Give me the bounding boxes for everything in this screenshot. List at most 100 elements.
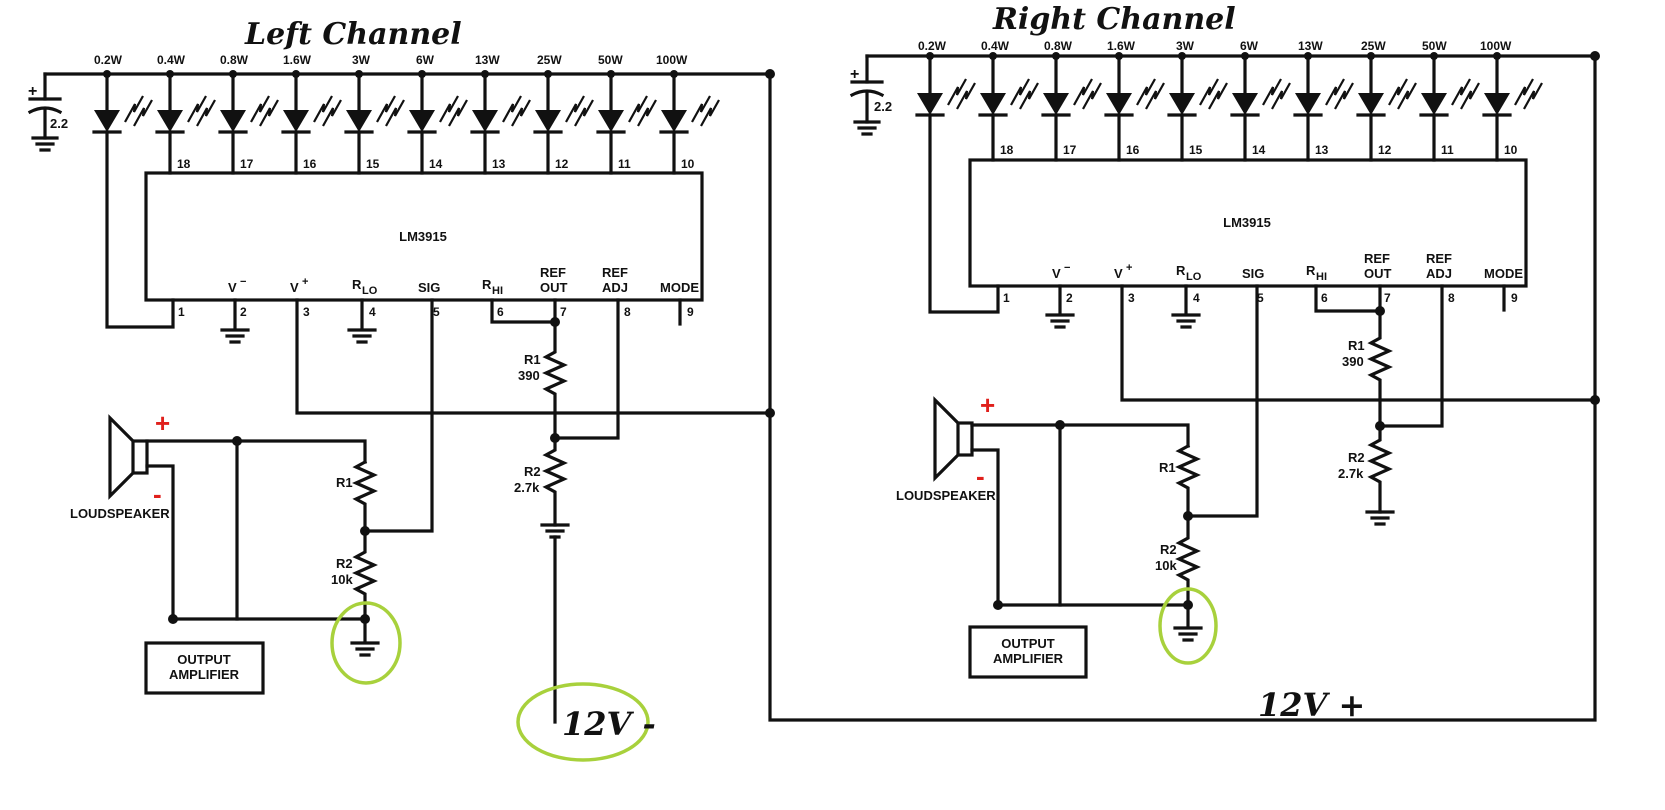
- pin-name-refadj-2: ADJ: [1426, 266, 1452, 281]
- left-ref-r2-name: R2: [524, 464, 541, 479]
- right-sig-r2-name: R2: [1160, 542, 1177, 557]
- right-ref-ground-icon: [1365, 510, 1395, 526]
- led-icon: [533, 70, 594, 134]
- pin-name-refout-1: REF: [1364, 251, 1390, 266]
- svg-text:−: −: [1064, 262, 1070, 274]
- left-ref-r2-value: 2.7k: [514, 480, 540, 495]
- left-power-labels: 0.2W 0.4W 0.8W 1.6W 3W 6W 13W 25W 50W 10…: [94, 53, 688, 67]
- pin-name-vplus: V: [1114, 266, 1123, 281]
- right-amp-line2: AMPLIFIER: [993, 651, 1064, 666]
- left-amp-line2: AMPLIFIER: [169, 667, 240, 682]
- left-sig-r2-resistor: [352, 529, 378, 621]
- left-speaker-minus: -: [153, 479, 162, 509]
- right-rhi-refout-wire: [1314, 284, 1382, 313]
- pin-name-sig: SIG: [1242, 266, 1264, 281]
- pin-name-mode: MODE: [660, 280, 699, 295]
- left-sig-r1-resistor: [352, 459, 378, 533]
- left-speaker-plus-wire: [145, 439, 367, 464]
- right-ref-r1-resistor: [1367, 309, 1393, 428]
- left-refadj-wire: [553, 298, 620, 440]
- left-speaker-plus: +: [155, 408, 170, 438]
- led-icon: [470, 70, 531, 134]
- left-speaker-minus-wire: [145, 464, 175, 621]
- pin-number: 5: [1257, 291, 1264, 305]
- pin-number: 4: [1193, 291, 1200, 305]
- left-power-label: 100W: [656, 53, 688, 67]
- right-power-label: 0.2W: [918, 39, 947, 53]
- left-power-label: 3W: [352, 53, 371, 67]
- pin-number: 13: [1315, 143, 1329, 157]
- pin-number: 8: [1448, 291, 1455, 305]
- left-power-label: 0.2W: [94, 53, 123, 67]
- pin-name-refadj-2: ADJ: [602, 280, 628, 295]
- left-main-ground-icon: [350, 617, 380, 657]
- left-output-amplifier: [144, 641, 265, 695]
- pin-name-mode: MODE: [1484, 266, 1523, 281]
- right-speaker-plus-wire: [970, 423, 1190, 448]
- right-power-labels: 0.2W 0.4W 0.8W 1.6W 3W 6W 13W 25W 50W 10…: [918, 39, 1512, 53]
- left-sig-r1-name: R1: [336, 475, 353, 490]
- left-speaker-label: LOUDSPEAKER: [70, 506, 170, 521]
- right-led-pin-numbers: 18 17 16 15 14 13 12 11 10: [1000, 143, 1518, 157]
- left-sig-wire: [363, 298, 434, 533]
- right-power-label: 25W: [1361, 39, 1386, 53]
- pin-number: 15: [366, 157, 380, 171]
- right-power-label: 13W: [1298, 39, 1323, 53]
- pin-number: 9: [687, 305, 694, 319]
- right-led1-to-pin1-wire: [928, 113, 1000, 314]
- pin-number: 7: [560, 305, 567, 319]
- pin-number: 5: [433, 305, 440, 319]
- right-led-pin-wires: [991, 113, 1499, 162]
- left-ref-ground-icon: [540, 523, 570, 539]
- pin-number: 18: [177, 157, 191, 171]
- led-icon: [978, 52, 1039, 117]
- pin-number: 10: [1504, 143, 1518, 157]
- right-refadj-wire: [1378, 284, 1444, 428]
- pin-number: 12: [1378, 143, 1392, 157]
- left-cap-plus: +: [28, 83, 37, 100]
- right-speaker-minus: -: [976, 461, 985, 491]
- pin-name-sig: SIG: [418, 280, 440, 295]
- led-icon: [92, 70, 153, 134]
- left-channel-title: Left Channel: [244, 17, 462, 52]
- pin-number: 10: [681, 157, 695, 171]
- right-amp-line1: OUTPUT: [1001, 636, 1055, 651]
- pin-number: 16: [1126, 143, 1140, 157]
- pin-name-vminus: V: [1052, 266, 1061, 281]
- pin-number: 14: [1252, 143, 1266, 157]
- led-icon: [281, 70, 342, 134]
- pin-number: 18: [1000, 143, 1014, 157]
- pin-name-rlo: R: [352, 277, 362, 292]
- led-icon: [1482, 52, 1543, 117]
- right-ref-r2-name: R2: [1348, 450, 1365, 465]
- right-power-label: 0.4W: [981, 39, 1010, 53]
- right-ground-highlight: [1158, 587, 1218, 665]
- right-sig-r1-resistor: [1175, 443, 1201, 518]
- right-led-array: [915, 52, 1543, 117]
- pin-number: 3: [1128, 291, 1135, 305]
- left-bottom-pin-numbers: 1 2 3 4 5 6 7 8 9: [178, 305, 694, 319]
- left-ground-icon: [347, 298, 377, 344]
- left-ref-r1-resistor: [542, 320, 568, 440]
- pin-name-refout-2: OUT: [1364, 266, 1392, 281]
- right-ref-r1-value: 390: [1342, 354, 1364, 369]
- left-channel: Left Channel + 2.2 0.2W 0.4W 0.8W 1.6W 3…: [27, 17, 772, 762]
- led-icon: [596, 70, 657, 134]
- left-power-label: 0.4W: [157, 53, 186, 67]
- pin-name-rlo-sub: LO: [1186, 271, 1202, 283]
- pin-number: 2: [1066, 291, 1073, 305]
- left-capacitor: + 2.2: [27, 72, 68, 152]
- pin-name-vplus: V: [290, 280, 299, 295]
- led-icon: [1104, 52, 1165, 117]
- left-ref-r1-name: R1: [524, 352, 541, 367]
- right-chip-label: LM3915: [1223, 215, 1271, 230]
- pin-number: 14: [429, 157, 443, 171]
- left-power-label: 6W: [416, 53, 435, 67]
- left-led-pin-numbers: 18 17 16 15 14 13 12 11 10: [177, 157, 695, 171]
- pin-number: 17: [240, 157, 254, 171]
- right-capacitor: + 2.2: [849, 54, 892, 136]
- right-cap-plus: +: [850, 66, 859, 83]
- pin-number: 2: [240, 305, 247, 319]
- led-icon: [218, 70, 279, 134]
- left-ref-r2-resistor: [542, 436, 568, 527]
